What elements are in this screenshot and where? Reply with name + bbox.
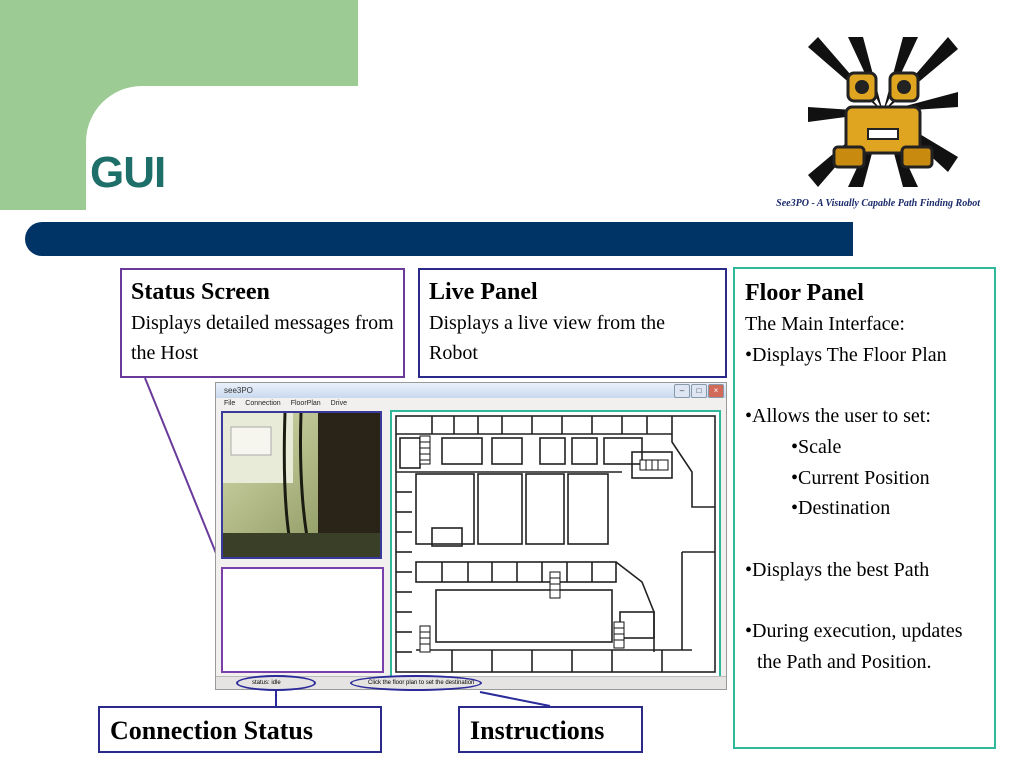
menu-connection[interactable]: Connection <box>245 400 281 407</box>
see3po-app-window: see3PO – □ × File Connection FloorPlan D… <box>215 382 727 690</box>
instructions-callout: Instructions <box>458 706 643 753</box>
floor-plan-panel[interactable] <box>390 410 721 678</box>
title-underline-bar <box>25 222 853 256</box>
connection-status-callout: Connection Status <box>98 706 382 753</box>
instructions-highlight <box>350 675 482 691</box>
live-panel-body: Displays a live view from the Robot <box>429 312 666 364</box>
instructions-heading: Instructions <box>470 716 605 745</box>
live-camera-view <box>221 411 382 559</box>
minimize-icon[interactable]: – <box>674 384 690 398</box>
menu-drive[interactable]: Drive <box>330 400 348 407</box>
floor-sub-bullet-1: •Scale <box>791 435 842 458</box>
floor-sub-bullet-2: •Current Position <box>791 466 930 489</box>
connection-status-heading: Connection Status <box>110 716 313 745</box>
app-menubar: File Connection FloorPlan Drive <box>216 398 726 410</box>
floor-sub-bullet-3: •Destination <box>791 497 891 520</box>
menu-file[interactable]: File <box>224 400 236 407</box>
live-panel-heading: Live Panel <box>429 279 538 305</box>
close-icon[interactable]: × <box>708 384 724 398</box>
maximize-icon[interactable]: □ <box>691 384 707 398</box>
floor-panel-intro: The Main Interface: <box>745 313 905 335</box>
floor-bullet-1: •Displays The Floor Plan <box>745 343 947 366</box>
live-panel-callout: Live Panel Displays a live view from the… <box>418 268 727 378</box>
status-screen-callout: Status Screen Displays detailed messages… <box>120 268 405 378</box>
app-window-title: see3PO <box>224 386 253 395</box>
app-titlebar: see3PO – □ × <box>216 383 726 398</box>
floor-bullet-4: •During execution, updates the Path and … <box>745 619 963 673</box>
status-screen-heading: Status Screen <box>131 279 270 305</box>
slide-tagline: See3PO - A Visually Capable Path Finding… <box>776 198 980 209</box>
menu-floorplan[interactable]: FloorPlan <box>290 400 321 407</box>
status-screen-panel <box>221 567 384 673</box>
floor-panel-heading: Floor Panel <box>745 280 864 306</box>
status-screen-body: Displays detailed messages from the Host <box>131 312 394 364</box>
floor-bullet-3: •Displays the best Path <box>745 558 930 581</box>
robot-logo-icon <box>808 37 958 187</box>
connection-status-highlight <box>236 675 316 691</box>
floor-panel-callout: Floor Panel The Main Interface: •Display… <box>733 267 996 749</box>
floor-bullet-2: •Allows the user to set: <box>745 405 931 428</box>
slide-title: GUI <box>90 148 166 197</box>
